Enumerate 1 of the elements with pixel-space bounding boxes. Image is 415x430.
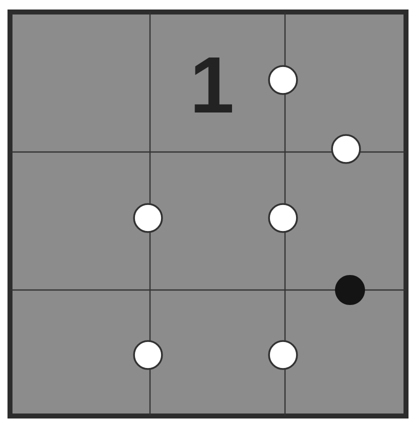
puzzle-number: 1 xyxy=(194,57,232,113)
